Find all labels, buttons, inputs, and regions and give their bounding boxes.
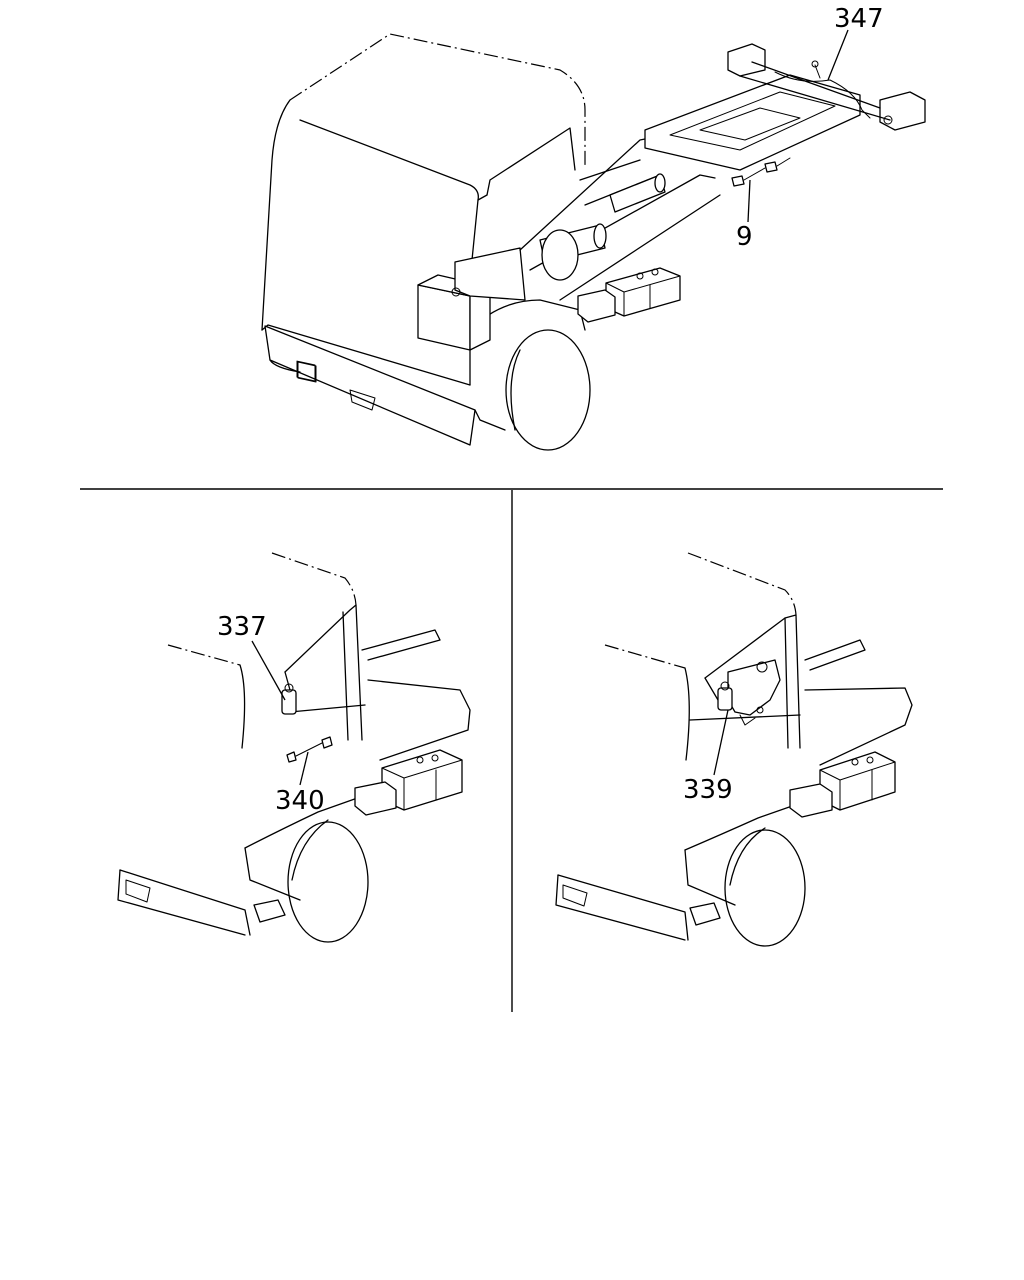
callout-347: 347 (827, 4, 884, 81)
callout-340-label: 340 (275, 786, 325, 816)
callout-9: 9 (736, 179, 753, 252)
cab-detail-left-illustration (117, 552, 471, 943)
callout-337: 337 (217, 612, 286, 701)
callout-337-label: 337 (217, 612, 267, 642)
truck-overview-illustration (261, 33, 926, 451)
callout-340: 340 (275, 751, 325, 816)
callout-9-label: 9 (736, 222, 753, 252)
callout-339-label: 339 (683, 775, 733, 805)
cab-detail-right-illustration (555, 552, 913, 947)
callout-339: 339 (683, 709, 733, 805)
callout-347-label: 347 (834, 4, 884, 34)
